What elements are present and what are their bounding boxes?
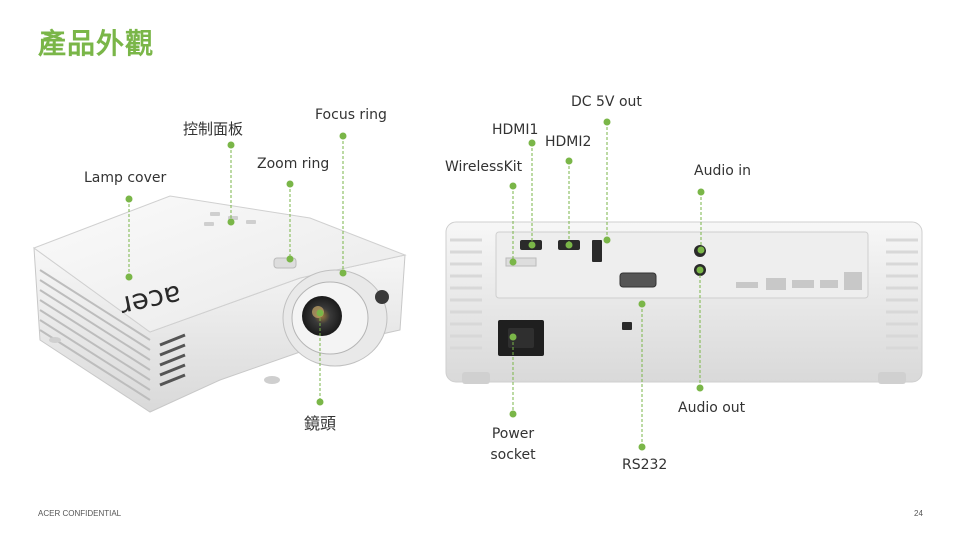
- label-lens: 鏡頭: [304, 414, 337, 433]
- label-power-socket-line2: socket: [490, 447, 536, 463]
- label-dc5v-out: DC 5V out: [571, 94, 642, 110]
- label-audio-out: Audio out: [678, 400, 746, 416]
- callout-lines: [125, 118, 705, 451]
- label-rs232: RS232: [622, 457, 668, 473]
- label-focus-ring: Focus ring: [315, 107, 387, 123]
- label-hdmi2: HDMI2: [545, 134, 592, 150]
- label-wirelesskit: WirelessKit: [445, 159, 523, 175]
- label-power-socket-line1: Power: [491, 426, 535, 442]
- label-audio-in: Audio in: [694, 163, 752, 179]
- confidential-footer: ACER CONFIDENTIAL: [38, 509, 122, 518]
- rear-projector: [445, 221, 923, 384]
- label-zoom-ring: Zoom ring: [257, 156, 330, 172]
- page-title: 產品外觀: [38, 27, 155, 60]
- label-control-panel: 控制面板: [183, 120, 244, 138]
- label-hdmi1: HDMI1: [492, 122, 539, 138]
- label-lamp-cover: Lamp cover: [84, 170, 167, 186]
- front-projector: acer: [32, 195, 407, 413]
- page-number: 24: [914, 509, 923, 518]
